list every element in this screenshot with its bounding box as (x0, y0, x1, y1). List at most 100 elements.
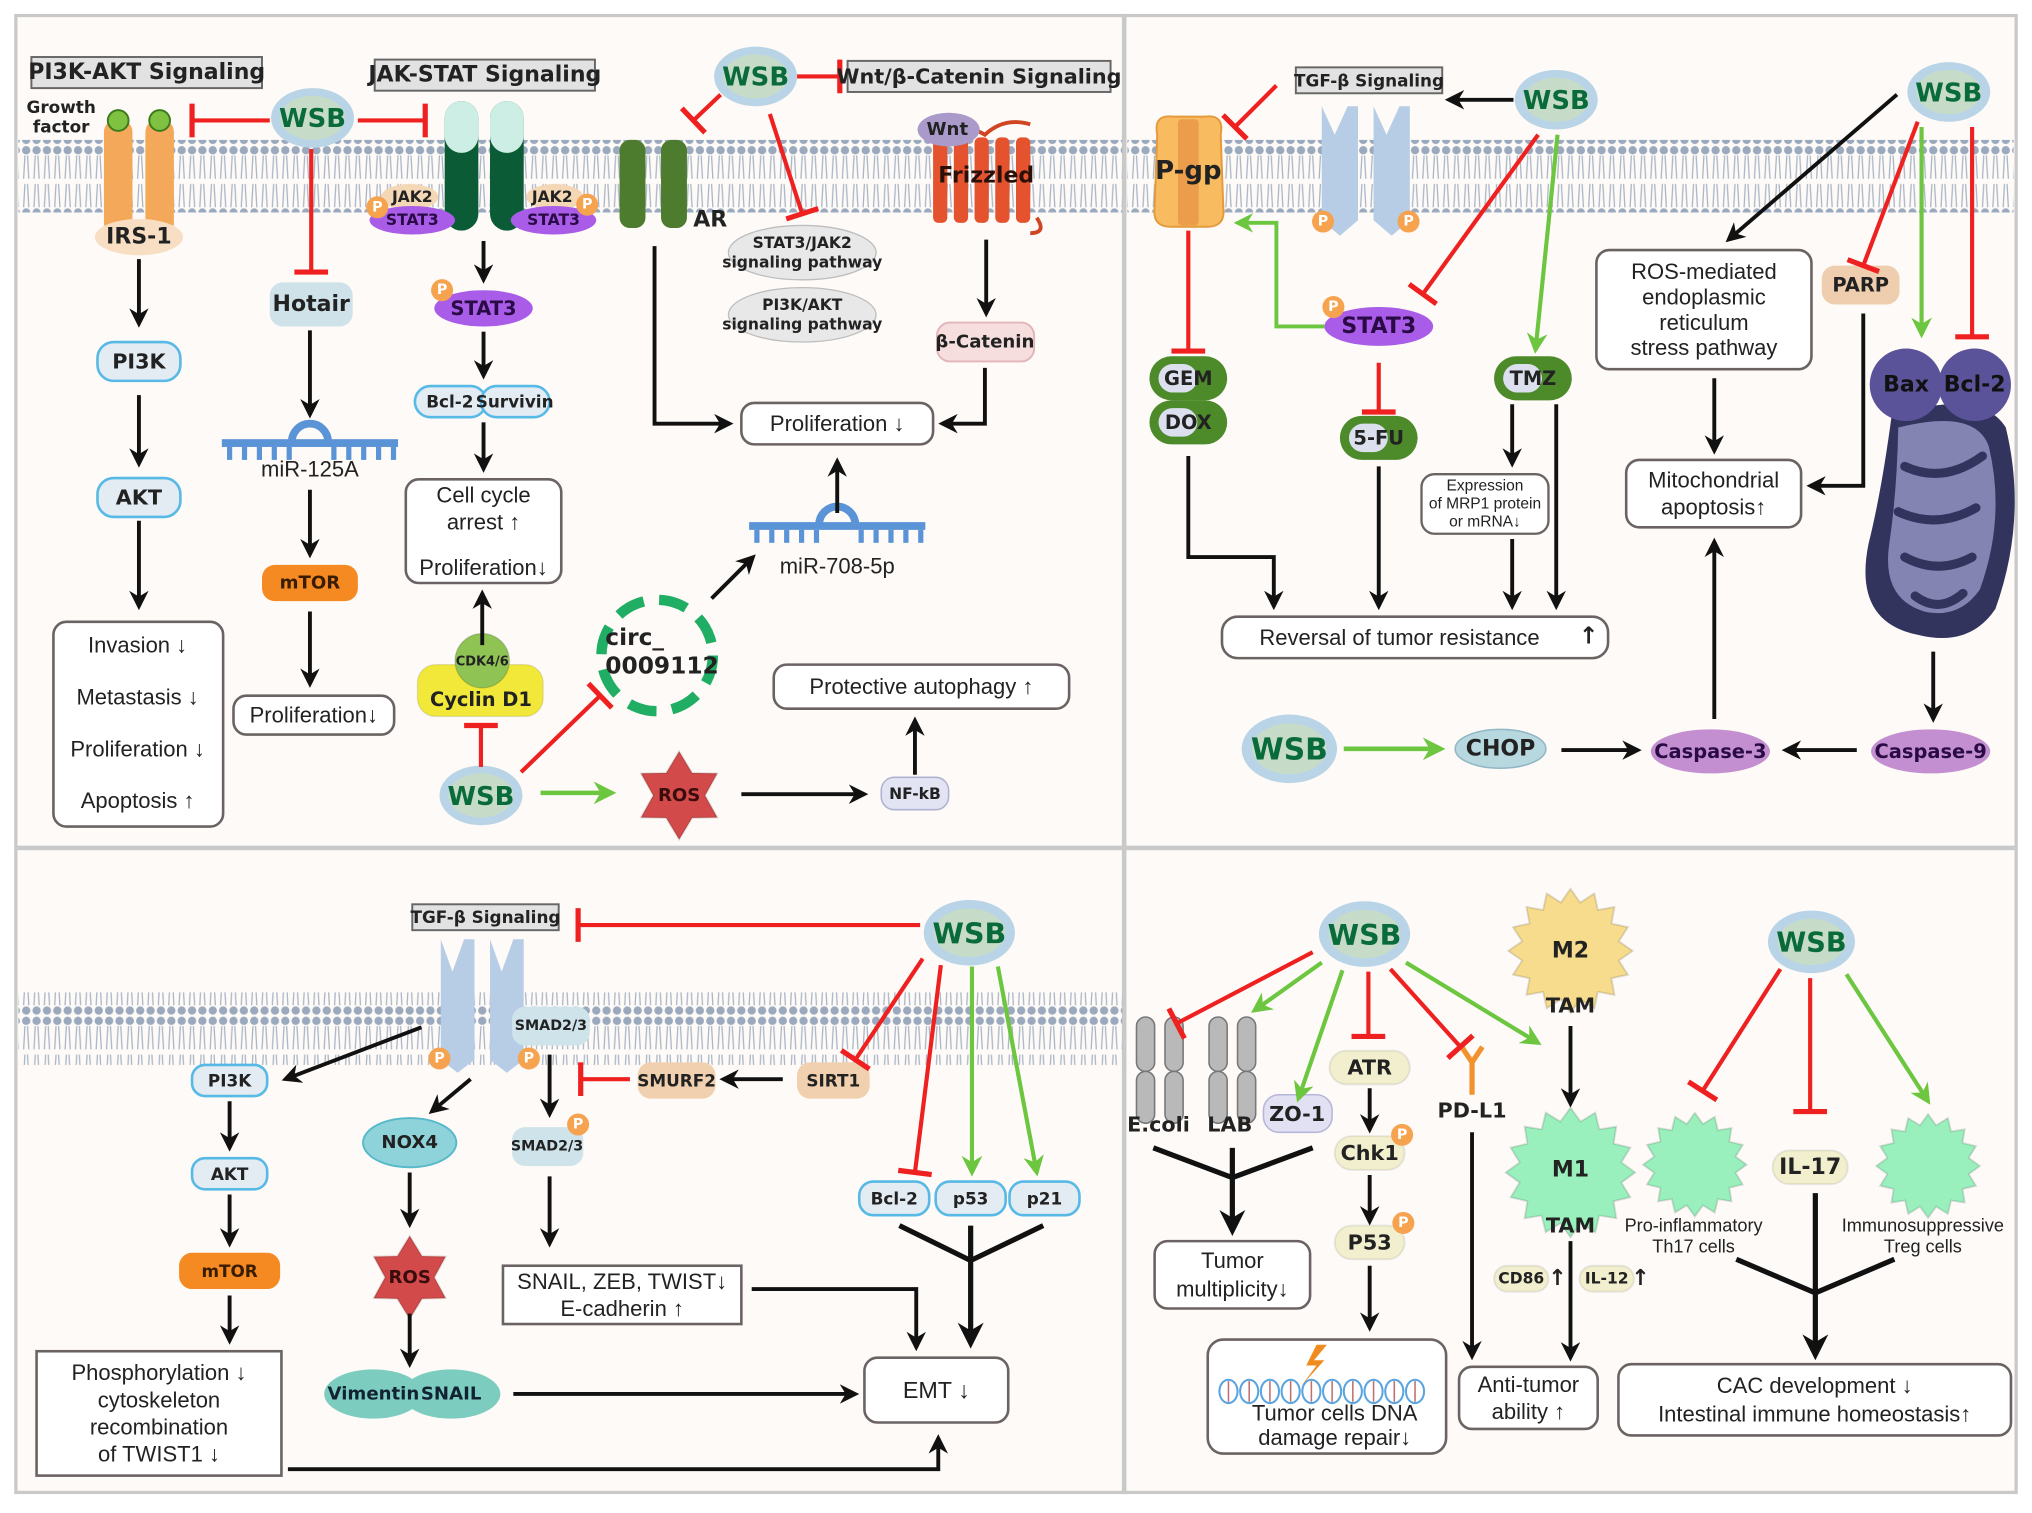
phospho-badge (1312, 210, 1335, 233)
frizzled-helix (933, 137, 948, 223)
mirna-loop (287, 419, 332, 443)
dna-strand (1239, 1378, 1260, 1405)
ecoli-bacteria-bottom (1164, 1070, 1184, 1125)
ros-bl: ROS (388, 1267, 430, 1288)
frizzled-label: Frizzled (938, 164, 1034, 189)
wsb-inhibits-ar (679, 93, 723, 135)
pgp-label: P-gp (1155, 156, 1221, 186)
tgfb-receptor-bl-0 (440, 939, 475, 1073)
wsb-emt-inner (933, 908, 1005, 958)
receptor-left (103, 119, 133, 236)
nfkb: NF-kB (889, 785, 941, 803)
cac-development-box (1617, 1362, 2013, 1437)
akt-outcome: Apoptosis ↑ (81, 788, 195, 813)
wsb-pi3k-jak-inner (280, 95, 345, 140)
mtor-proliferation: Proliferation↓ (250, 703, 378, 728)
stat3-p-shape (434, 290, 533, 327)
wnt: Wnt (927, 119, 969, 140)
survivin: Survivin (476, 392, 554, 412)
inhibition-bar (1166, 1007, 1187, 1040)
inhibition-bar (1446, 1033, 1475, 1060)
akt-box (96, 476, 182, 519)
pi3k-bl: PI3K (208, 1070, 252, 1090)
5fu: 5-FU (1353, 426, 1404, 449)
pathway-title-box (411, 903, 560, 932)
m2: M2 (1552, 938, 1589, 963)
emt: EMT ↓ (903, 1377, 970, 1403)
ros-er-stress-line: ROS-mediated (1631, 259, 1777, 284)
gem-highlight (1158, 364, 1198, 393)
inhibition-line (912, 964, 943, 1173)
lab: LAB (1207, 1113, 1252, 1137)
mtor-proliferation-box (232, 694, 396, 736)
phosphorylation-twist-box (35, 1349, 283, 1477)
phospho-badge (1391, 1123, 1414, 1146)
mrp1-label-line: or mRNA↓ (1449, 514, 1521, 531)
stat3-right-shape (510, 205, 597, 235)
jak2-left: JAK2 (391, 188, 433, 206)
mir125a-icon (221, 419, 399, 460)
bcl2-mito: Bcl-2 (1944, 372, 2006, 397)
mirna-backbone (221, 439, 399, 447)
p53-bl-box (934, 1180, 1007, 1217)
mirna-base (769, 529, 775, 543)
phospho-badge (1392, 1211, 1415, 1234)
wsb-er-parp-bax: WSB (1915, 78, 1982, 108)
cd86: CD86 (1498, 1270, 1544, 1288)
wsb-activates-tmz (1526, 134, 1560, 354)
m1-macrophage (1504, 1106, 1637, 1239)
hotair-box (269, 282, 353, 327)
zo1: ZO-1 (1269, 1102, 1325, 1126)
dna-strand (1218, 1378, 1239, 1405)
wsb-pi3k-jak: WSB (279, 104, 346, 134)
wsb-inhibits-wnt (797, 59, 843, 94)
smad-membrane: SMAD2/3 (515, 1018, 587, 1034)
wsb-inhibits-stat3-pi3k (767, 113, 820, 222)
phosphorylation-twist-line: of TWIST1 ↓ (98, 1442, 220, 1467)
akt-bl: AKT (211, 1164, 249, 1184)
caspase3-shape (1650, 729, 1770, 774)
mirna-base (858, 529, 864, 543)
pgp-channel (1177, 119, 1199, 226)
m2-macrophage (1506, 887, 1635, 1015)
5fu-highlight (1348, 423, 1388, 453)
smurf2-box (637, 1062, 716, 1099)
wsb-gut: WSB (1328, 919, 1402, 952)
mirna-base (227, 446, 233, 460)
wsb-to-er-stress (1725, 93, 1899, 243)
mirna-backbone (749, 522, 926, 530)
stat3jak2-pathway-line: signaling pathway (722, 253, 882, 271)
mir708-label: miR-708-5p (780, 554, 895, 579)
cellcycle-line: arrest ↑ (447, 510, 520, 535)
wsb-inhibits-parp (1846, 121, 1920, 274)
snail-zeb-twist-line: E-cadherin ↑ (560, 1296, 684, 1321)
tumor-multiplicity-box (1153, 1239, 1312, 1310)
ecoli-bacteria-bottom (1135, 1070, 1156, 1125)
phospho-badge (1322, 296, 1345, 319)
cellcycle-line: Cell cycle (436, 482, 530, 507)
wnt-shape (917, 112, 980, 147)
ar-receptor-right (661, 139, 687, 229)
wsb-inhibits-tgfb (575, 908, 921, 942)
smurf2-inhibits-smad (578, 1062, 630, 1097)
reversal-up-arrow: ↑ (1579, 623, 1599, 650)
chop-shape (1454, 728, 1547, 770)
phospho-badge (576, 193, 599, 216)
dna-repair-box (1206, 1338, 1448, 1455)
cellcycle-line: Proliferation↓ (419, 555, 547, 580)
dna-strand (1322, 1378, 1343, 1405)
smurf2: SMURF2 (637, 1070, 716, 1090)
il12-pill (1578, 1264, 1635, 1293)
snail-zeb-twist-line: SNAIL, ZEB, TWIST↓ (517, 1269, 727, 1294)
inhibition-bar (1407, 282, 1438, 307)
dox-highlight (1158, 408, 1198, 437)
phosphorylation-twist-line: Phosphorylation ↓ (71, 1360, 246, 1385)
vimentin: Vimentin (328, 1383, 420, 1404)
tmz-highlight (1503, 364, 1542, 393)
wsb-immune-inner (1777, 918, 1846, 965)
inhibition-bar (679, 106, 707, 135)
wsb-er-parp-bax-inner (1916, 69, 1982, 115)
lightning-damage-icon (1301, 1344, 1327, 1387)
bcl2-bl-box (857, 1180, 931, 1217)
mtor-bl-box (179, 1252, 281, 1290)
